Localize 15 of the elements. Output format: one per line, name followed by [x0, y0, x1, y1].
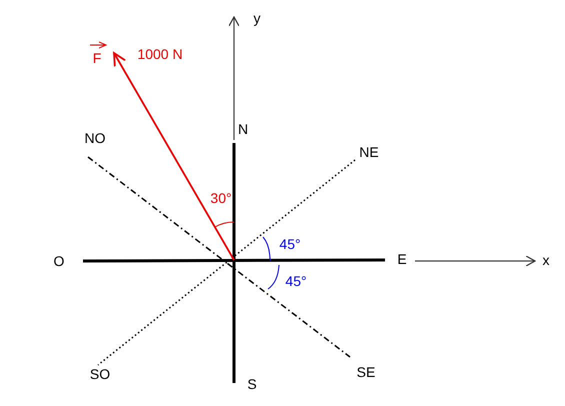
- direction-label: S: [247, 377, 257, 391]
- direction-label: SO: [90, 367, 110, 381]
- direction-label: NE: [359, 145, 379, 159]
- vector-label: F: [92, 51, 102, 65]
- direction-label: N: [238, 122, 248, 136]
- direction-label: E: [397, 252, 407, 266]
- magnitude-label: 1000 N: [137, 47, 183, 61]
- angle-label: 45°: [285, 274, 307, 288]
- direction-label: NO: [84, 131, 106, 145]
- angle-label: 45°: [279, 237, 301, 251]
- direction-label: SE: [356, 365, 376, 379]
- direction-label: O: [54, 254, 64, 268]
- axis-label: y: [254, 11, 260, 25]
- angle-label: 30°: [210, 191, 232, 205]
- axis-label: x: [542, 253, 550, 267]
